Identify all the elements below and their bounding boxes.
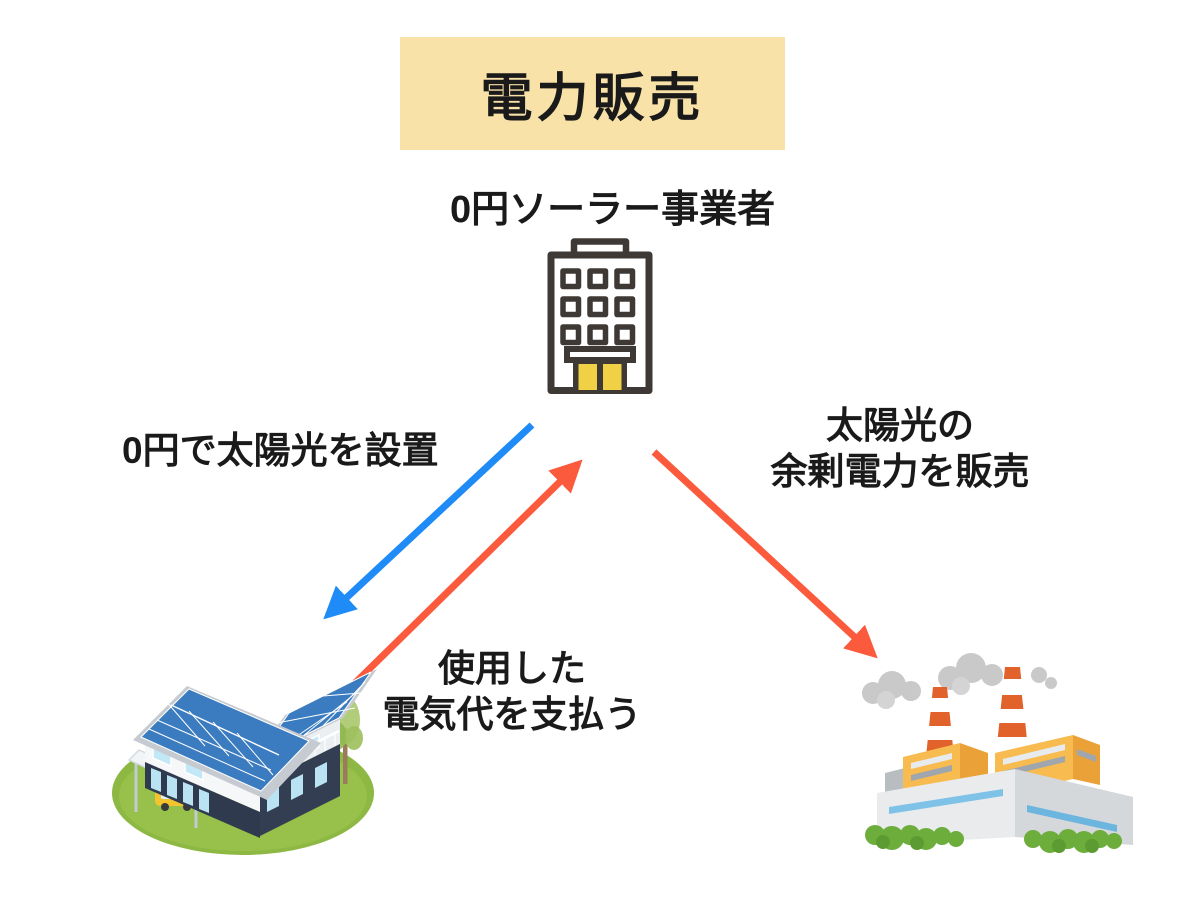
factory-base (877, 769, 1133, 845)
title-banner: 電力販売 (400, 37, 785, 150)
sell-flow-label-line1: 太陽光の (826, 405, 974, 446)
sell-flow-label-line2: 余剰電力を販売 (770, 450, 1030, 492)
solar-house-icon (112, 669, 377, 855)
diagram-title: 電力販売 (480, 70, 705, 128)
building-windows (560, 268, 636, 346)
pay-flow-label: 使用した 電気代を支払う (362, 646, 662, 738)
chimney-left (926, 687, 954, 757)
chimney-right (996, 667, 1029, 755)
pay-flow-label-line1: 使用した (438, 648, 586, 689)
smoke-clouds (862, 653, 1057, 709)
bushes (865, 825, 1122, 853)
pay-flow-label-line2: 電気代を支払う (382, 693, 642, 735)
install-flow-label: 0円で太陽光を設置 (122, 430, 439, 471)
building-doors (573, 360, 627, 390)
office-building-icon (547, 238, 653, 394)
power-plant-icon (862, 653, 1133, 853)
solar-roof-left (133, 686, 321, 800)
building-awning (564, 346, 636, 363)
operator-label: 0円ソーラー事業者 (450, 189, 776, 231)
sell-flow-label: 太陽光の 余剰電力を販売 (750, 403, 1050, 495)
